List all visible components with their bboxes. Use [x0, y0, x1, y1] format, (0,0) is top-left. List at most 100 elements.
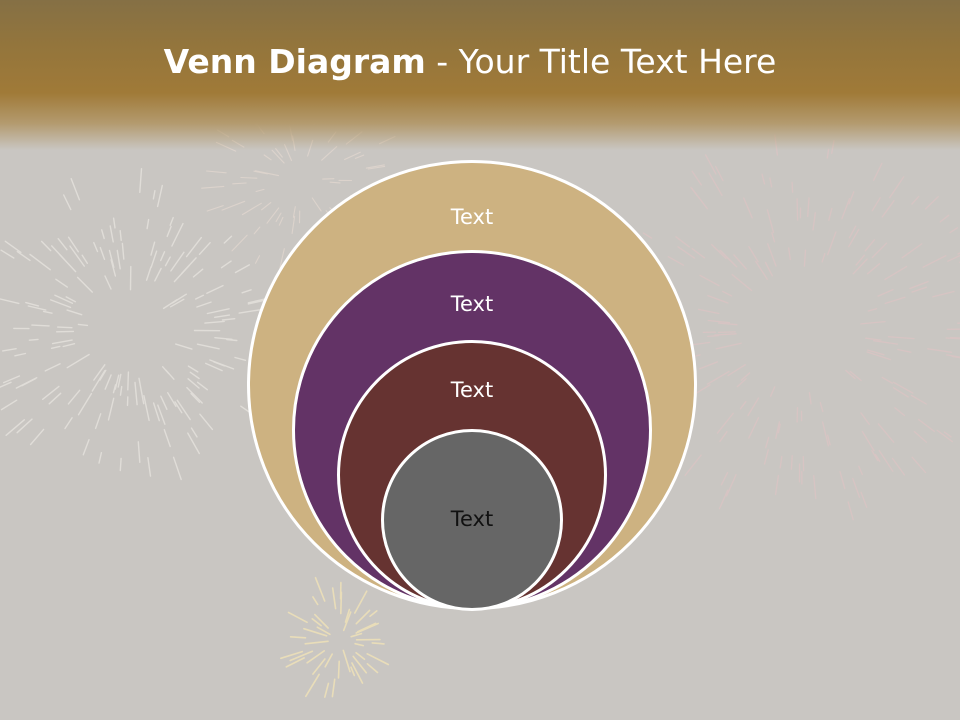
firework-streak — [871, 242, 888, 259]
firework-streak — [51, 339, 73, 345]
firework-streak — [0, 298, 20, 305]
firework-streak — [366, 652, 390, 666]
firework-streak — [911, 456, 927, 474]
firework-streak — [329, 181, 341, 184]
firework-streak — [304, 673, 320, 698]
firework-streak — [764, 261, 773, 277]
firework-streak — [848, 191, 855, 205]
firework-streak — [706, 370, 730, 385]
venn-label-third: Text — [450, 378, 494, 402]
firework-streak — [261, 202, 272, 211]
firework-streak — [828, 207, 833, 221]
firework-streak — [137, 441, 141, 463]
firework-streak — [254, 255, 261, 264]
firework-streak — [858, 465, 863, 476]
firework-streak — [866, 263, 881, 275]
venn-circle-inner — [381, 429, 563, 611]
firework-streak — [717, 331, 736, 334]
firework-streak — [736, 378, 747, 388]
firework-streak — [707, 294, 729, 304]
firework-streak — [174, 343, 193, 350]
firework-streak — [104, 275, 112, 290]
firework-streak — [0, 399, 18, 411]
firework-streak — [163, 428, 171, 448]
firework-streak — [16, 418, 33, 434]
firework-streak — [93, 241, 99, 253]
firework-streak — [196, 343, 220, 350]
firework-streak — [14, 352, 27, 357]
firework-streak — [312, 658, 326, 675]
firework-streak — [716, 412, 734, 434]
firework-streak — [164, 256, 171, 267]
firework-streak — [206, 170, 227, 174]
firework-streak — [2, 348, 17, 352]
firework-streak — [342, 649, 351, 673]
firework-streak — [91, 370, 106, 392]
firework-streak — [156, 184, 164, 208]
firework-streak — [166, 392, 177, 407]
firework-streak — [367, 165, 386, 170]
firework-streak — [27, 305, 47, 311]
firework-streak — [57, 326, 73, 329]
firework-streak — [924, 196, 939, 210]
firework-streak — [311, 197, 322, 212]
firework-streak — [864, 239, 876, 252]
firework-streak — [189, 371, 200, 380]
firework-streak — [694, 384, 711, 395]
firework-streak — [872, 162, 883, 181]
firework-streak — [677, 246, 696, 259]
firework-streak — [720, 250, 738, 268]
firework-streak — [48, 392, 62, 405]
firework-streak — [839, 471, 846, 490]
firework-streak — [727, 364, 746, 377]
firework-streak — [192, 268, 204, 278]
firework-streak — [291, 215, 296, 234]
firework-streak — [108, 249, 115, 268]
firework-streak — [81, 254, 89, 264]
firework-streak — [779, 455, 783, 469]
firework-streak — [312, 596, 319, 606]
firework-streak — [889, 176, 905, 199]
firework-streak — [353, 590, 368, 614]
firework-streak — [21, 378, 36, 387]
firework-streak — [28, 338, 39, 341]
firework-streak — [157, 404, 166, 425]
firework-streak — [740, 372, 751, 381]
firework-streak — [884, 265, 908, 281]
firework-streak — [808, 391, 812, 405]
firework-streak — [241, 289, 252, 294]
firework-streak — [162, 298, 178, 310]
firework-streak — [119, 385, 123, 396]
firework-streak — [365, 164, 385, 169]
firework-streak — [352, 655, 368, 674]
firework-streak — [117, 373, 122, 388]
firework-streak — [3, 375, 21, 384]
firework-streak — [161, 366, 170, 375]
firework-streak — [100, 229, 105, 240]
firework-streak — [104, 374, 112, 390]
firework-streak — [109, 225, 114, 243]
firework-streak — [813, 474, 817, 500]
firework-streak — [342, 611, 352, 632]
firework-streak — [57, 237, 68, 251]
firework-streak — [253, 226, 261, 235]
firework-streak — [354, 642, 365, 647]
firework-streak — [29, 253, 51, 271]
firework-streak — [134, 381, 138, 406]
firework-streak — [263, 154, 272, 161]
firework-streak — [82, 439, 90, 456]
firework-streak — [747, 397, 760, 417]
firework-streak — [715, 342, 742, 350]
firework-streak — [351, 662, 364, 684]
firework-streak — [748, 417, 760, 439]
firework-streak — [355, 622, 380, 634]
firework-streak — [860, 491, 868, 508]
firework-streak — [98, 452, 103, 464]
firework-streak — [774, 474, 780, 496]
firework-streak — [949, 336, 960, 339]
firework-streak — [881, 376, 893, 384]
firework-streak — [909, 280, 929, 290]
firework-streak — [337, 660, 341, 679]
